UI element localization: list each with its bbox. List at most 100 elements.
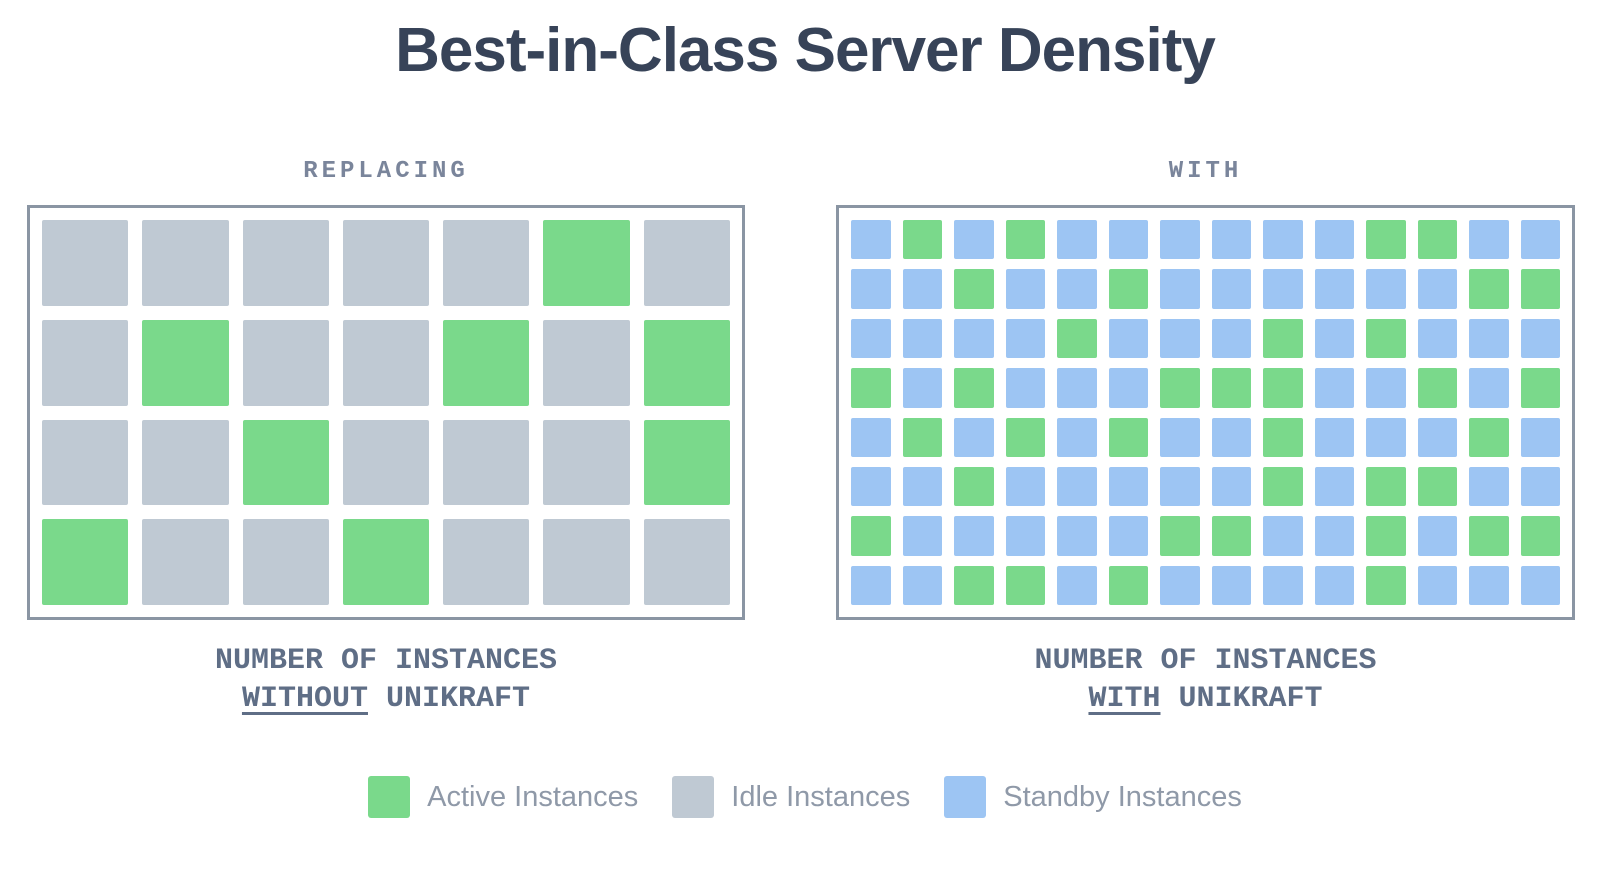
instance-cell-active — [1366, 516, 1406, 556]
instance-cell-idle — [42, 419, 129, 506]
instance-cell-active — [1263, 318, 1303, 359]
instance-cell-standby — [1160, 220, 1200, 260]
instance-cell-standby — [1469, 565, 1509, 605]
instance-cell-standby — [1263, 269, 1303, 309]
instance-cell-standby — [1211, 466, 1251, 507]
instance-cell-standby — [1417, 516, 1457, 556]
instance-cell-standby — [954, 318, 994, 359]
instance-cell-idle — [643, 519, 730, 605]
instance-cell-active — [1211, 368, 1251, 408]
instance-cell-standby — [1469, 318, 1509, 359]
instance-cell-standby — [902, 466, 942, 507]
instance-cell-standby — [902, 269, 942, 309]
instance-cell-standby — [851, 269, 891, 309]
instance-cell-active — [1520, 516, 1560, 556]
instance-cell-standby — [1417, 565, 1457, 605]
instance-cell-standby — [1057, 417, 1097, 457]
instance-cell-standby — [1211, 417, 1251, 457]
instance-cell-idle — [142, 519, 229, 605]
instance-cell-standby — [902, 368, 942, 408]
instance-cell-standby — [1057, 516, 1097, 556]
caption-rest: UNIKRAFT — [1178, 682, 1323, 716]
instance-cell-standby — [954, 417, 994, 457]
instance-cell-active — [1108, 417, 1148, 457]
instance-cell-standby — [851, 417, 891, 457]
idle-instances-swatch — [672, 776, 715, 818]
instance-cell-standby — [1366, 269, 1406, 309]
instance-cell-idle — [342, 220, 430, 306]
server-box-with-unikraft — [836, 205, 1575, 620]
instance-cell-standby — [1469, 368, 1509, 408]
instance-cell-idle — [342, 419, 430, 506]
active-instances-swatch — [368, 776, 411, 818]
instance-cell-standby — [902, 516, 942, 556]
panel-heading-with: WITH — [1168, 158, 1243, 185]
instance-cell-standby — [1314, 318, 1354, 359]
caption-line-2: WITHOUT UNIKRAFT — [27, 680, 745, 718]
instance-cell-standby — [902, 565, 942, 605]
instance-cell-idle — [242, 319, 329, 406]
instance-cell-idle — [543, 419, 630, 506]
instance-cell-standby — [1469, 220, 1509, 260]
instance-cell-active — [954, 269, 994, 309]
instance-cell-standby — [1314, 516, 1354, 556]
legend-item-idle: Idle Instances — [672, 776, 910, 818]
instance-cell-idle — [543, 519, 630, 605]
instance-cell-idle — [443, 220, 530, 306]
instance-cell-standby — [1314, 466, 1354, 507]
instance-cell-standby — [1211, 565, 1251, 605]
instance-cell-active — [954, 368, 994, 408]
instance-cell-active — [1108, 565, 1148, 605]
instance-cell-idle — [543, 319, 630, 406]
instance-grid-with-unikraft — [851, 220, 1560, 605]
instance-cell-standby — [1520, 417, 1560, 457]
instance-cell-standby — [851, 220, 891, 260]
instance-cell-standby — [1417, 318, 1457, 359]
instance-cell-standby — [1057, 220, 1097, 260]
instance-cell-active — [902, 417, 942, 457]
instance-cell-idle — [242, 220, 329, 306]
instance-cell-standby — [1314, 368, 1354, 408]
caption-emphasis-without: WITHOUT — [241, 682, 368, 716]
instance-cell-active — [1366, 565, 1406, 605]
instance-cell-standby — [1005, 368, 1045, 408]
caption-without-unikraft: NUMBER OF INSTANCES WITHOUT UNIKRAFT — [27, 642, 745, 718]
instance-cell-active — [142, 319, 229, 406]
instance-cell-standby — [1211, 220, 1251, 260]
instance-cell-standby — [1057, 368, 1097, 408]
instance-cell-active — [1211, 516, 1251, 556]
panel-heading-replacing: REPLACING — [303, 158, 469, 185]
instance-cell-standby — [1211, 269, 1251, 309]
instance-cell-active — [1520, 368, 1560, 408]
instance-cell-standby — [1108, 220, 1148, 260]
instance-cell-standby — [851, 565, 891, 605]
instance-cell-active — [1005, 417, 1045, 457]
instance-cell-standby — [1520, 466, 1560, 507]
instance-cell-active — [42, 519, 129, 605]
instance-cell-active — [1417, 466, 1457, 507]
caption-with-unikraft: NUMBER OF INSTANCES WITH UNIKRAFT — [836, 642, 1575, 718]
instance-cell-standby — [1520, 220, 1560, 260]
instance-cell-standby — [1366, 417, 1406, 457]
instance-cell-standby — [1314, 417, 1354, 457]
instance-cell-standby — [1520, 318, 1560, 359]
legend-label-standby: Standby Instances — [1003, 780, 1242, 813]
server-box-without-unikraft — [27, 205, 745, 620]
instance-cell-standby — [1417, 417, 1457, 457]
instance-cell-active — [954, 466, 994, 507]
instance-cell-active — [443, 319, 530, 406]
instance-cell-active — [1005, 565, 1045, 605]
instance-cell-standby — [1160, 318, 1200, 359]
caption-rest: UNIKRAFT — [386, 682, 531, 716]
instance-cell-standby — [1263, 516, 1303, 556]
legend-label-idle: Idle Instances — [731, 780, 911, 813]
instance-cell-active — [954, 565, 994, 605]
instance-cell-idle — [42, 220, 129, 306]
caption-line-1: NUMBER OF INSTANCES — [1034, 644, 1377, 678]
page-title: Best-in-Class Server Density — [395, 16, 1216, 85]
instance-cell-active — [1160, 516, 1200, 556]
instance-cell-standby — [954, 516, 994, 556]
instance-cell-idle — [643, 220, 730, 306]
instance-cell-standby — [1160, 565, 1200, 605]
instance-cell-standby — [1160, 269, 1200, 309]
